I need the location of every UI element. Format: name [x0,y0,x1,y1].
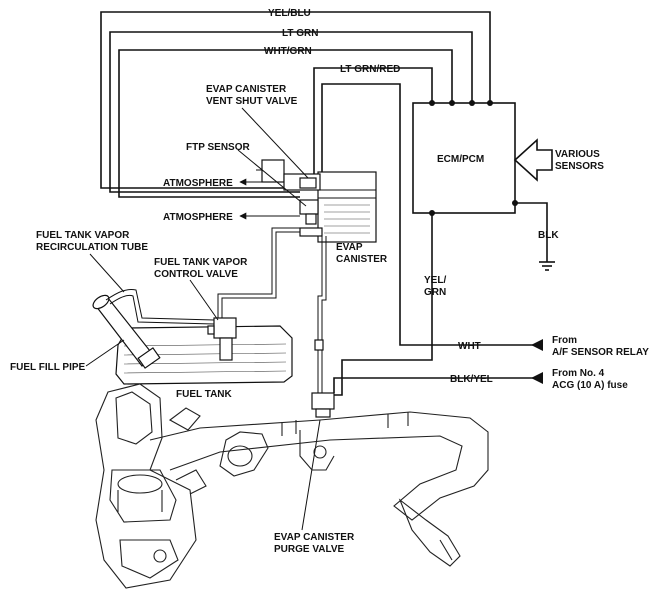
wire-yel-blu [100,11,491,189]
wire-blk [515,202,548,262]
wire-lt-grn-red [313,67,433,180]
vent-shut-valve [256,159,321,191]
fuse-label-2: ACG (10 A) fuse [552,380,628,391]
wire-wht-grn-label: WHT/GRN [264,46,312,57]
wire-lt-grn [109,31,473,193]
canister-label-1: EVAP [336,242,363,253]
relay-label-2: A/F SENSOR RELAY [552,347,649,358]
fuse-label-1: From No. 4 [552,368,605,379]
recirc-tube-label-1: FUEL TANK VAPOR [36,230,130,241]
wire-yel-blu-label: YEL/BLU [268,8,311,19]
various-sensors-arrow [513,138,553,182]
vent-valve-leader [241,107,309,179]
wire-blk-yel-label: BLK/YEL [450,374,493,385]
evap-canister [317,171,377,243]
wire-wht-label: WHT [458,341,481,352]
wht-input-arrow [531,339,543,351]
recirculation-tube-inner [109,294,215,325]
wire-blk-yel [333,377,543,393]
recirc-tube-leader [89,253,125,293]
various-sensors-label-2: SENSORS [555,161,604,172]
canister-to-tank-hose-inner [221,231,300,320]
control-valve-label-2: CONTROL VALVE [154,269,238,280]
ftp-sensor-label: FTP SENSOR [186,142,250,153]
purge-valve-leader [301,419,321,531]
ftp-sensor-leader [237,149,307,207]
recirculation-tube [105,289,215,321]
wire-yel-grn [330,213,433,396]
control-valve-label-1: FUEL TANK VAPOR [154,257,248,268]
vent-valve-label-1: EVAP CANISTER [206,84,287,95]
canister-to-purge-hose [317,236,323,395]
wire-wht-grn [118,49,453,198]
wire-lt-grn-red-label: LT GRN/RED [340,64,400,75]
ftp-sensor [299,199,323,237]
purge-valve-label-1: EVAP CANISTER [274,532,355,543]
atmosphere-label-2: ATMOSPHERE [163,212,233,223]
purge-valve [311,392,335,418]
vapor-control-valve [207,317,237,361]
blk-yel-input-arrow [531,372,543,384]
fuel-tank-label: FUEL TANK [176,389,233,400]
wire-lt-grn-label: LT GRN [282,28,318,39]
canister-label-2: CANISTER [336,254,388,265]
vent-valve-label-2: VENT SHUT VALVE [206,96,298,107]
fuel-tank [115,325,293,385]
canister-to-purge-hose-inner [321,236,327,395]
wire-blk-label: BLK [538,230,559,241]
canister-to-tank-hose [217,227,300,320]
hose-joint [314,339,324,351]
wire-yel-grn-label-1: YEL/ [424,275,446,286]
fuel-fill-pipe [92,294,161,369]
fill-pipe-label: FUEL FILL PIPE [10,362,86,373]
purge-valve-label-2: PURGE VALVE [274,544,345,555]
wire-yel-grn-label-2: GRN [424,287,446,298]
wire-wht [321,83,543,346]
control-valve-leader [189,279,219,321]
engine-sketch [95,383,489,589]
ecm-pcm-label: ECM/PCM [437,154,484,165]
relay-label-1: From [552,335,577,346]
atmosphere-label-1: ATMOSPHERE [163,178,233,189]
ground-symbol [539,261,555,271]
fill-pipe-leader [85,339,125,367]
various-sensors-label-1: VARIOUS [555,149,600,160]
recirc-tube-label-2: RECIRCULATION TUBE [36,242,148,253]
